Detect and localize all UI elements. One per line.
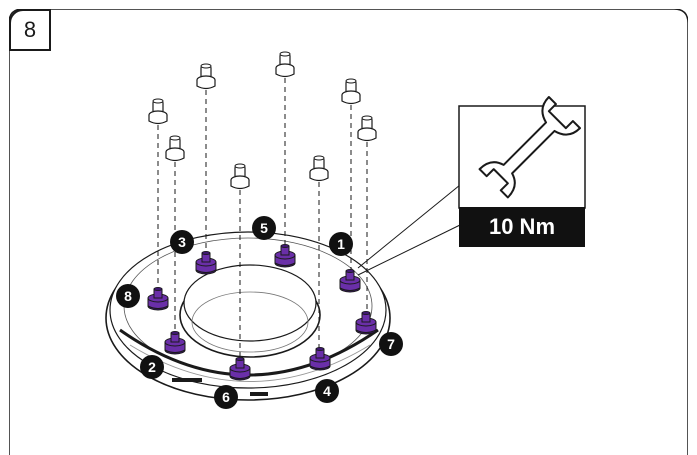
sequence-badge-3: 3 (170, 230, 194, 254)
torque-value: 10 Nm (488, 214, 556, 239)
nut (195, 250, 217, 275)
torque-callout (357, 96, 586, 276)
studs (148, 51, 377, 190)
stud (230, 163, 250, 190)
sequence-badge-5: 5 (252, 216, 276, 240)
stud (275, 51, 295, 78)
wrench-icon (478, 96, 581, 199)
stud (309, 155, 329, 182)
nut (355, 310, 377, 335)
step-number-box: 8 (9, 9, 51, 51)
nut (164, 330, 186, 355)
sequence-badge-6: 6 (214, 385, 238, 409)
step-number: 8 (23, 17, 37, 42)
stud (357, 115, 377, 142)
stud (165, 135, 185, 162)
nut (274, 243, 296, 268)
sequence-badge-2: 2 (140, 355, 164, 379)
sequence-badge-7: 7 (379, 332, 403, 356)
sequence-badge-4: 4 (315, 379, 339, 403)
instruction-panel (9, 9, 688, 455)
torque-value-label: 10 Nm (459, 207, 585, 247)
nut (309, 346, 331, 371)
nut (229, 356, 251, 381)
sequence-badge-1: 1 (329, 232, 353, 256)
stud (148, 98, 168, 125)
stud (196, 63, 216, 90)
nut (147, 286, 169, 311)
nuts (147, 243, 377, 381)
sequence-badge-8: 8 (116, 284, 140, 308)
nut (339, 268, 361, 293)
stud (341, 78, 361, 105)
